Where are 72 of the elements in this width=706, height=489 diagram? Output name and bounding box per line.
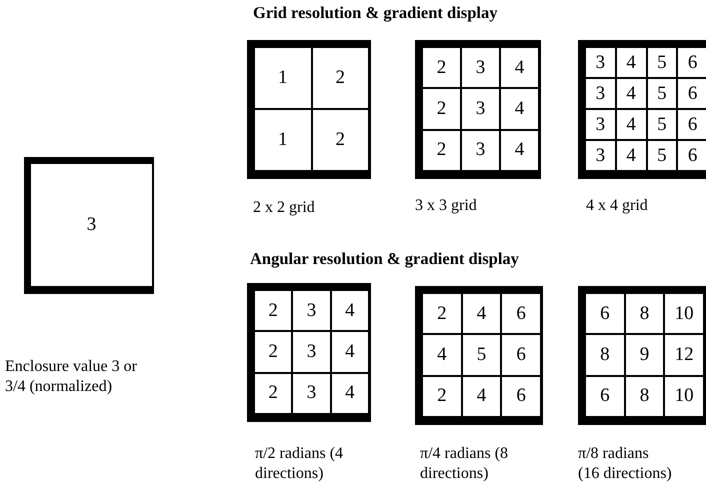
node-label: 3 x 3 grid: [415, 196, 478, 216]
grid-cell: 8: [624, 376, 664, 417]
grid-cell: 6: [677, 109, 706, 140]
grid-cell: 2: [422, 88, 461, 130]
grid-cell: 5: [646, 78, 678, 109]
grid-cell: 4: [616, 109, 646, 140]
grid-cell: 5: [462, 334, 502, 376]
node-label: π/4 radians (8 directions): [420, 444, 510, 484]
grid-cell: 6: [501, 376, 541, 417]
grid-cell: 3: [292, 331, 331, 373]
grid-cell: 3: [292, 290, 331, 332]
grid-cell: 5: [646, 140, 678, 171]
node-label: 4 x 4 grid: [586, 196, 649, 216]
node-label: π/8 radians (16 directions): [578, 444, 673, 484]
grid-cell: 3: [461, 88, 500, 130]
grid-cell: 2: [254, 331, 292, 373]
grid-cell: 2: [422, 130, 461, 171]
node-label: π/2 radians (4 directions): [255, 444, 344, 484]
grid-cell: 6: [677, 78, 706, 109]
grid-cell: 3: [585, 78, 616, 109]
note-text: Enclosure value 3 or 3/4 (normalized): [5, 357, 138, 397]
grid-cell: 1: [254, 47, 312, 109]
grid-cell: 10: [664, 376, 704, 417]
grid-cell: 4: [330, 372, 369, 414]
grid-cell: 2: [422, 47, 461, 88]
grid-cell: 2: [422, 293, 462, 334]
grid-cell: 5: [646, 47, 678, 78]
grid-frame: [247, 40, 371, 179]
grid-cell: 4: [462, 293, 502, 334]
section-heading: Angular resolution & gradient display: [250, 249, 519, 269]
grid-cell: 1: [254, 109, 312, 171]
value-box: 3: [24, 157, 154, 294]
grid-cell: 4: [500, 88, 539, 130]
grid-frame: [578, 40, 706, 179]
node-label: 2 x 2 grid: [253, 198, 316, 218]
grid-cell: 6: [501, 293, 541, 334]
grid-cell: 3: [585, 109, 616, 140]
grid-cell: 2: [422, 376, 462, 417]
grid-cell: 4: [616, 47, 646, 78]
grid-frame: [247, 283, 371, 422]
section-heading: Grid resolution & gradient display: [253, 3, 498, 23]
grid-cell: 4: [616, 78, 646, 109]
grid-frame: [415, 40, 541, 179]
grid-cell: 2: [312, 109, 369, 171]
grid-cell: 3: [585, 140, 616, 171]
grid-cell: 2: [254, 290, 292, 332]
grid-cell: 6: [501, 334, 541, 376]
grid-frame: [415, 286, 543, 425]
grid-cell: 6: [585, 376, 625, 417]
grid-cell: 4: [330, 290, 369, 332]
grid-cell: 4: [462, 376, 502, 417]
grid-cell: 3: [585, 47, 616, 78]
grid-frame: [578, 286, 706, 425]
grid-cell: 3: [461, 47, 500, 88]
grid-cell: 4: [422, 334, 462, 376]
grid-cell: 9: [624, 334, 664, 376]
grid-cell: 8: [585, 334, 625, 376]
grid-cell: 6: [677, 140, 706, 171]
grid-cell: 12: [664, 334, 704, 376]
grid-cell: 5: [646, 109, 678, 140]
grid-cell: 6: [585, 293, 625, 334]
grid-cell: 2: [312, 47, 369, 109]
grid-cell: 4: [500, 47, 539, 88]
grid-cell: 4: [616, 140, 646, 171]
grid-cell: 3: [292, 372, 331, 414]
grid-cell: 8: [624, 293, 664, 334]
grid-cell: 10: [664, 293, 704, 334]
grid-cell: 3: [461, 130, 500, 171]
grid-cell: 4: [500, 130, 539, 171]
grid-cell: 2: [254, 372, 292, 414]
grid-cell: 6: [677, 47, 706, 78]
grid-cell: 4: [330, 331, 369, 373]
